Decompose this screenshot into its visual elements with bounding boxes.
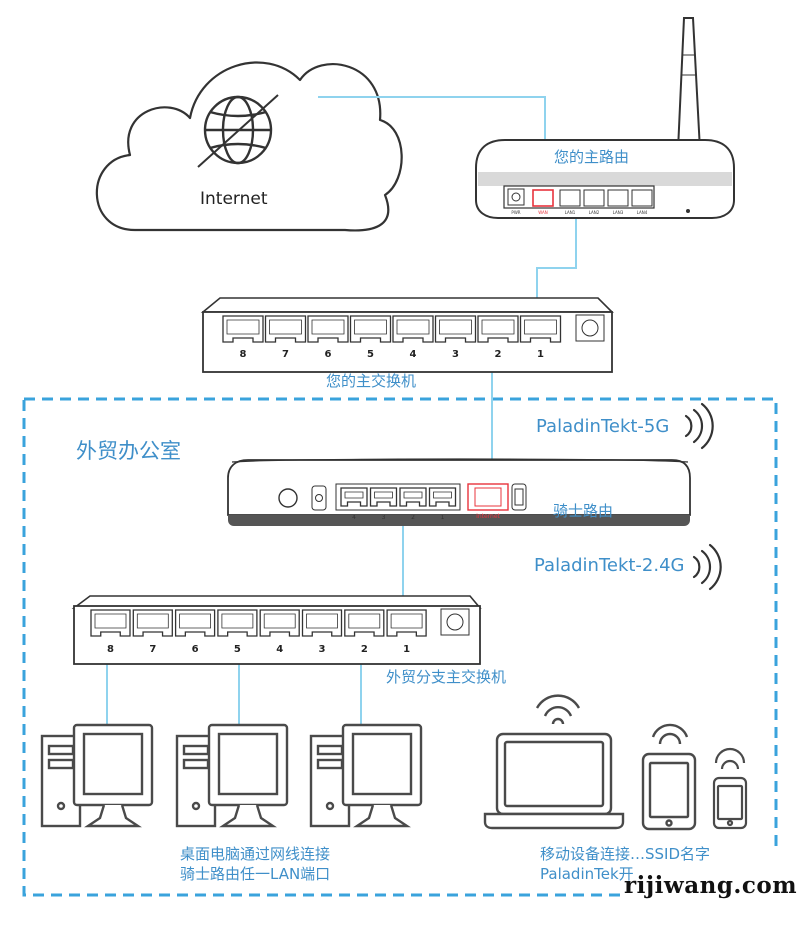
port-number-label: 5 (367, 349, 374, 360)
knight-router: Internet 4 3 2 1 (227, 458, 691, 526)
port-number-label: 2 (361, 644, 368, 655)
main-switch: 8 7 6 5 4 3 2 1 (200, 297, 614, 373)
ssid-5g-label: PaladinTekt-5G (536, 416, 670, 437)
router-port-label: LAN1 (565, 210, 576, 215)
router-port-label: PWR (511, 210, 520, 215)
port-number-label: 6 (325, 349, 332, 360)
ethernet-port (392, 315, 434, 343)
main-switch-label: 您的主交换机 (326, 372, 417, 390)
ethernet-port (386, 609, 427, 637)
desktop-computer-icon (40, 723, 154, 828)
internet-label: Internet (200, 189, 268, 209)
ethernet-port (132, 609, 173, 637)
cloud-icon (95, 61, 403, 232)
ethernet-port (90, 609, 131, 637)
desktops-caption-line2: 骑士路由任一LAN端口 (180, 865, 331, 883)
main-router-label: 您的主路由 (554, 148, 630, 166)
port-number-label: 3 (382, 514, 386, 521)
ethernet-port (301, 609, 343, 637)
desktops (40, 723, 423, 828)
ethernet-port (428, 487, 457, 507)
desktop-computer-icon (309, 723, 423, 828)
port-number-label: 7 (149, 644, 156, 655)
ethernet-port (259, 609, 300, 637)
port-number-label: 3 (452, 349, 459, 360)
ethernet-port (434, 315, 477, 343)
watermark: rijiwang.com (624, 872, 798, 899)
ethernet-port (340, 487, 368, 507)
knight-router-label: 骑士路由 (553, 502, 614, 520)
port-number-label: 1 (537, 349, 544, 360)
ethernet-port (217, 609, 258, 637)
office-title: 外贸办公室 (76, 439, 181, 463)
ssid-24g-label: PaladinTekt-2.4G (534, 555, 685, 576)
mobile-caption-line2: PaladinTek开 (540, 865, 634, 883)
tablet-icon (641, 723, 697, 831)
ethernet-port (399, 487, 427, 507)
port-number-label: 4 (352, 514, 356, 521)
watermark-band (620, 846, 802, 931)
main-router: PWR WAN LAN1 LAN2 LAN3 LAN4 (475, 17, 735, 219)
knight-wan-label: Internet (476, 513, 500, 520)
branch-switch: 8 7 6 5 4 3 2 1 (71, 595, 482, 665)
globe-icon (197, 94, 279, 168)
port-number-label: 2 (495, 349, 502, 360)
port-number-label: 1 (403, 644, 410, 655)
mobile-caption-line1: 移动设备连接…SSID名字 (540, 845, 711, 863)
ethernet-port (222, 315, 264, 343)
ethernet-port (477, 315, 519, 343)
port-number-label: 8 (107, 644, 114, 655)
desktop-computer-icon (175, 723, 289, 828)
port-number-label: 4 (410, 349, 417, 360)
branch-switch-label: 外贸分支主交换机 (386, 668, 507, 686)
ethernet-port (264, 315, 307, 343)
ethernet-port (519, 315, 562, 343)
router-port-label: LAN2 (589, 210, 600, 215)
port-number-label: 5 (234, 644, 241, 655)
ethernet-port (344, 609, 385, 637)
port-number-label: 1 (441, 514, 445, 521)
ethernet-port (307, 315, 349, 343)
port-number-label: 8 (240, 349, 247, 360)
wifi-icon (692, 543, 722, 591)
port-number-label: 7 (282, 349, 289, 360)
port-number-label: 6 (192, 644, 199, 655)
ethernet-port (349, 315, 392, 343)
ethernet-port (174, 609, 216, 637)
router-port-label: WAN (538, 210, 547, 215)
port-number-label: 3 (319, 644, 326, 655)
router-port-label: LAN3 (613, 210, 624, 215)
ethernet-port (369, 487, 398, 507)
port-number-label: 4 (276, 644, 283, 655)
router-port-label: LAN4 (637, 210, 648, 215)
laptop-icon (483, 694, 625, 830)
wifi-icon (684, 402, 714, 450)
desktops-caption-line1: 桌面电脑通过网线连接 (180, 845, 331, 863)
office-boundary (22, 397, 778, 897)
port-number-label: 2 (411, 514, 415, 521)
phone-icon (712, 747, 748, 830)
